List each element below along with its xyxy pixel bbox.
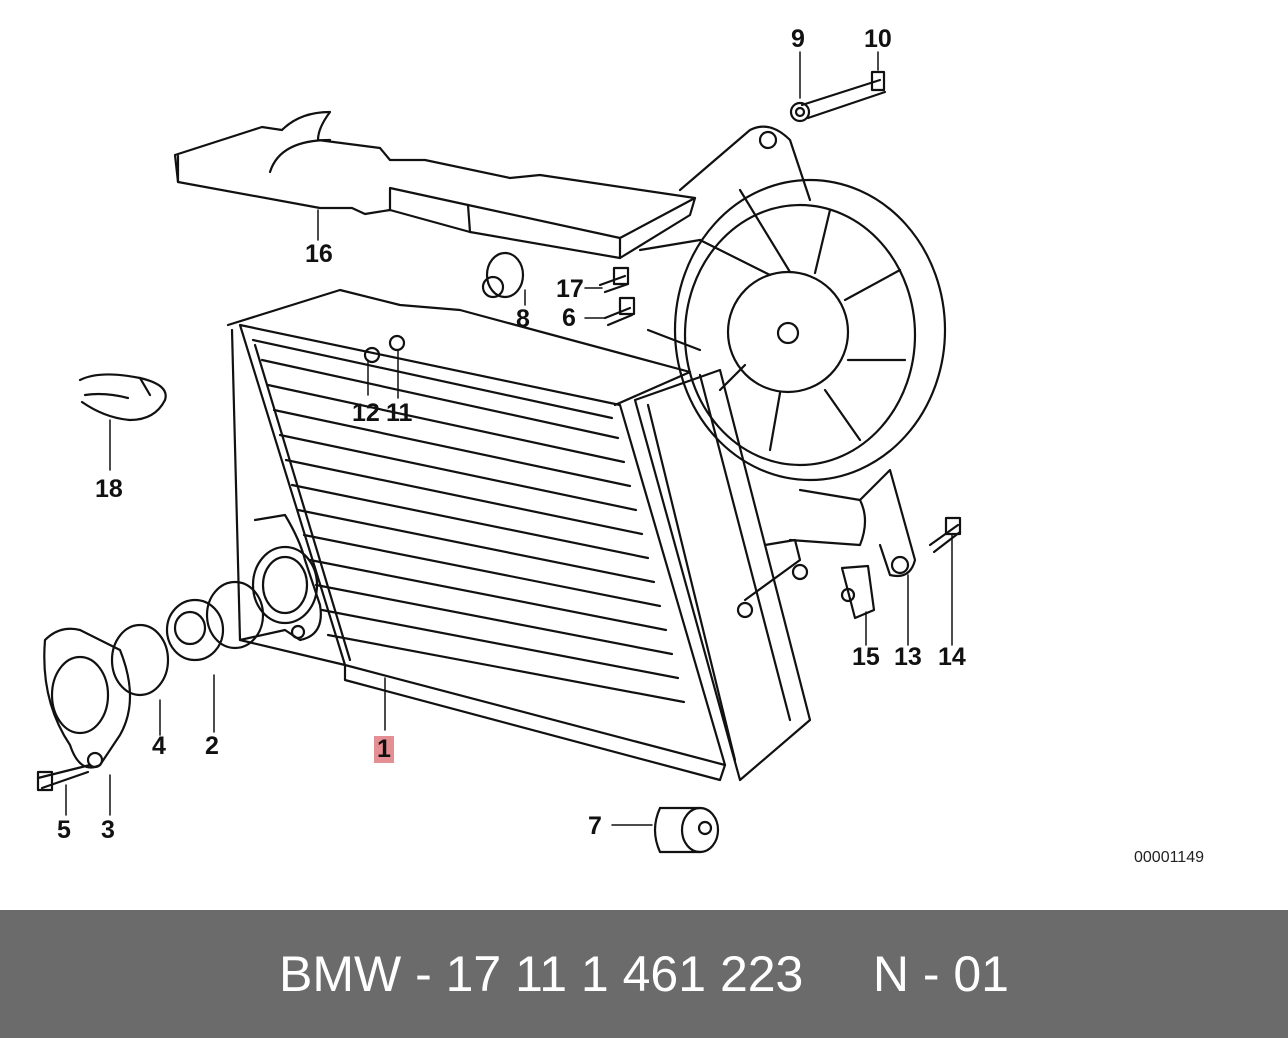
callout-7[interactable]: 7	[588, 812, 602, 840]
callout-9[interactable]: 9	[791, 25, 805, 53]
radiator-core	[226, 288, 812, 782]
callout-17[interactable]: 17	[556, 275, 584, 303]
callout-4[interactable]: 4	[152, 732, 166, 760]
leader-lines	[65, 51, 953, 826]
callout-14[interactable]: 14	[938, 643, 966, 671]
callout-18[interactable]: 18	[95, 475, 123, 503]
callout-8[interactable]: 8	[516, 305, 530, 333]
fan-assembly	[638, 125, 947, 578]
thermostat-assembly	[36, 513, 322, 792]
radiator-exploded-diagram	[36, 51, 962, 854]
fasteners	[363, 70, 962, 854]
callout-6[interactable]: 6	[562, 304, 576, 332]
callout-10[interactable]: 10	[864, 25, 892, 53]
callout-5[interactable]: 5	[57, 816, 71, 844]
air-duct-shroud	[173, 110, 697, 260]
callout-15[interactable]: 15	[852, 643, 880, 671]
part-number-banner: BMW - 17 11 1 461 223 N - 01	[0, 910, 1288, 1038]
callout-2[interactable]: 2	[205, 732, 219, 760]
diagram-id: 00001149	[1134, 849, 1204, 866]
callout-16[interactable]: 16	[305, 240, 333, 268]
callout-12[interactable]: 12	[352, 399, 380, 427]
callout-3[interactable]: 3	[101, 816, 115, 844]
callout-1[interactable]: 1	[374, 736, 394, 763]
callout-11[interactable]: 11	[386, 399, 413, 427]
part-number-text: BMW - 17 11 1 461 223 N - 01	[279, 946, 1009, 1002]
hose-clip	[78, 373, 167, 422]
callout-13[interactable]: 13	[894, 643, 922, 671]
